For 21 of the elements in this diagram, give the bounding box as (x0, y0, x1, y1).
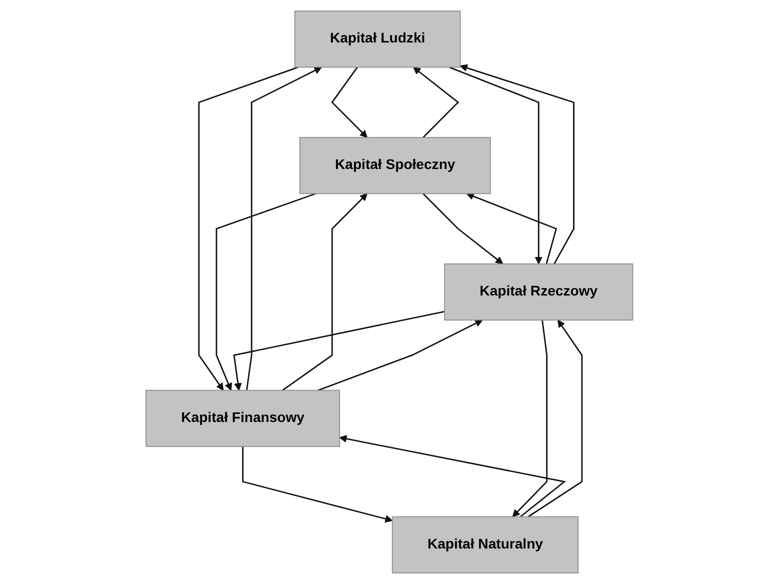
node-box: Kapitał Rzeczowy (444, 263, 633, 321)
node-box: Kapitał Finansowy (145, 390, 340, 447)
arrow (460, 64, 574, 264)
arrow (448, 66, 542, 264)
arrow (412, 66, 459, 138)
node-box: Kapitał Ludzki (294, 10, 460, 68)
arrow (232, 310, 444, 391)
arrow (317, 320, 482, 391)
arrow (512, 320, 548, 518)
arrow (422, 193, 503, 264)
arrow (338, 435, 566, 518)
arrow (198, 66, 298, 391)
arrow (330, 66, 368, 138)
node-box: Kapitał Społeczny (299, 137, 490, 194)
arrow (246, 66, 322, 390)
arrow (527, 320, 582, 518)
node-box: Kapitał Naturalny (392, 516, 578, 574)
arrow (215, 193, 316, 391)
arrow (242, 446, 392, 523)
arrow (466, 192, 557, 264)
arrow (282, 193, 368, 391)
